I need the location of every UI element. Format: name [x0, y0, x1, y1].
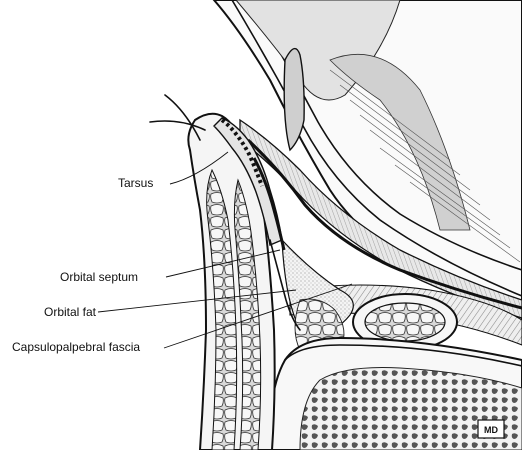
inferior-oblique-muscle-inner — [365, 303, 445, 341]
label-capsulopalpebral-fascia: Capsulopalpebral fascia — [12, 340, 140, 354]
label-orbital-fat: Orbital fat — [44, 305, 97, 319]
label-orbital-septum: Orbital septum — [60, 270, 138, 284]
svg-text:MD: MD — [484, 425, 498, 435]
label-tarsus: Tarsus — [118, 176, 153, 190]
publisher-logo: MD — [478, 420, 504, 438]
